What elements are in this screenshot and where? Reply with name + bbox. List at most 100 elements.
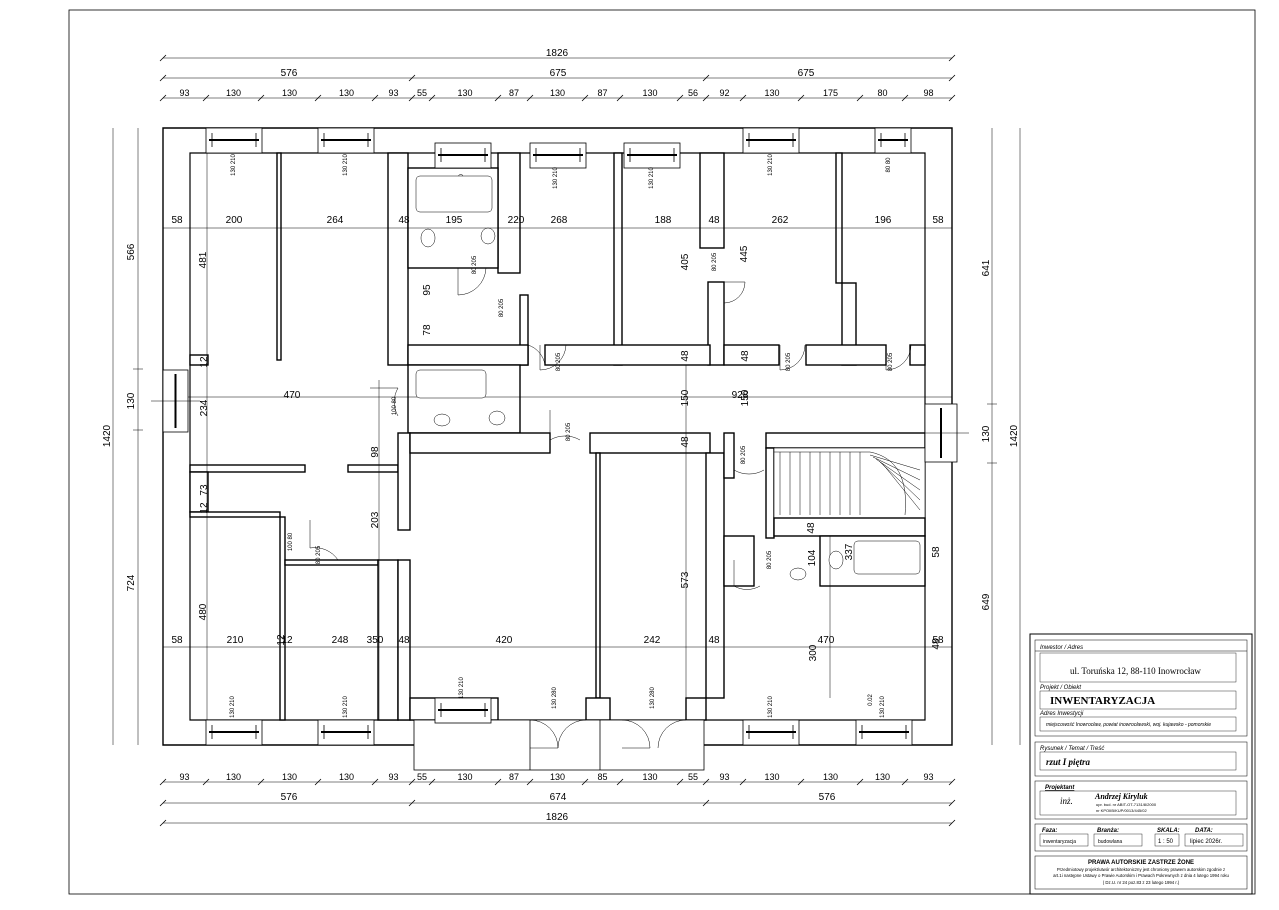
door-size-label: 80 205 bbox=[499, 298, 505, 317]
room-width-dim: 188 bbox=[655, 215, 672, 226]
designer-number: nr KPOIIB/KUP/0013/445/02 bbox=[1096, 808, 1147, 813]
door-size-label: 80 205 bbox=[786, 352, 792, 371]
top-segment-dim: 80 bbox=[877, 88, 887, 98]
top-segment-dim: 55 bbox=[417, 88, 427, 98]
corridor-dim-3: 928 bbox=[732, 390, 749, 401]
window-icon bbox=[317, 719, 375, 746]
room-width-dim: 48 bbox=[398, 215, 410, 226]
bottom-segment-dim: 130 bbox=[339, 772, 354, 782]
door-size-label: 100 80 bbox=[392, 396, 398, 415]
toilet-icon bbox=[420, 228, 436, 248]
bottom-segment-dim: 93 bbox=[923, 772, 933, 782]
branch-label: Branża: bbox=[1097, 828, 1119, 834]
room-width-dim: 58 bbox=[932, 635, 944, 646]
bottom-segment-dim: 85 bbox=[597, 772, 607, 782]
room-height-dim: 12 bbox=[199, 502, 210, 514]
window-icon bbox=[434, 697, 492, 724]
window-size-label: 130 210 bbox=[459, 677, 465, 699]
room-height-dim: 12 bbox=[199, 356, 210, 368]
bottom-segment-dim: 130 bbox=[457, 772, 472, 782]
top-part-3: 675 bbox=[798, 68, 815, 79]
building-walls bbox=[162, 127, 953, 771]
room-height-dim: 48 bbox=[931, 638, 942, 650]
sink-icon bbox=[480, 227, 496, 245]
toilet-icon bbox=[828, 550, 844, 570]
room-width-dim: 264 bbox=[327, 215, 344, 226]
windows: 130 210 130 210 130 210 130 210 130 210 130 2… bbox=[151, 127, 969, 746]
window-icon bbox=[151, 369, 200, 433]
window-icon bbox=[623, 142, 681, 169]
window-size-label: 130 210 bbox=[768, 696, 774, 718]
project-value: INWENTARYZACJA bbox=[1050, 695, 1155, 707]
side-dimensions: 1420 566 130 724 1420 641 130 649 bbox=[102, 128, 1021, 745]
designer-name: Andrzej Kiryluk bbox=[1094, 792, 1148, 801]
room-height-dim: 73 bbox=[199, 484, 210, 496]
room-width-dim: 248 bbox=[332, 635, 349, 646]
room-height-dim: 48 bbox=[680, 436, 691, 448]
bottom-segment-dim: 130 bbox=[823, 772, 838, 782]
window-size-label: 130 210 bbox=[880, 696, 886, 718]
top-total-dim: 1826 bbox=[546, 48, 569, 59]
top-segment-dim: 130 bbox=[642, 88, 657, 98]
door-size-label: 100 80 bbox=[288, 532, 294, 551]
bottom-segment-dim: 130 bbox=[282, 772, 297, 782]
window-size-label: 130 210 bbox=[553, 167, 559, 189]
room-width-dim: 58 bbox=[932, 215, 944, 226]
bottom-segment-dim: 93 bbox=[719, 772, 729, 782]
room-height-dim: 300 bbox=[808, 644, 819, 661]
top-segment-dim: 175 bbox=[823, 88, 838, 98]
project-label: Projekt / Obiekt bbox=[1040, 685, 1081, 691]
window-icon bbox=[742, 719, 800, 746]
bottom-segment-dim: 93 bbox=[179, 772, 189, 782]
bottom-segment-dim: 93 bbox=[388, 772, 398, 782]
window-size-label: 80 80 bbox=[886, 157, 892, 173]
sink-icon bbox=[433, 413, 451, 427]
bathtub-middle bbox=[415, 369, 487, 399]
toilet-icon bbox=[488, 410, 506, 426]
bottom-total-dim: 1826 bbox=[546, 812, 569, 823]
room-height-dim: 58 bbox=[931, 546, 942, 558]
scale-value: 1 : 50 bbox=[1158, 839, 1174, 845]
window-icon bbox=[742, 127, 800, 154]
room-width-dim: 210 bbox=[227, 635, 244, 646]
top-segment-dim: 130 bbox=[226, 88, 241, 98]
phase-value: inwentaryzacja bbox=[1043, 839, 1076, 845]
bathtub-top bbox=[415, 175, 493, 213]
copyright-title: PRAWA AUTORSKIE ZASTRZE ŻONE bbox=[1088, 859, 1194, 866]
bottom-segment-dim: 130 bbox=[875, 772, 890, 782]
bottom-segment-dim: 55 bbox=[688, 772, 698, 782]
door-size-label: 80 205 bbox=[712, 252, 718, 271]
window-size-label: 130 210 bbox=[343, 154, 349, 176]
window-size-label: 130 210 bbox=[768, 154, 774, 176]
top-segment-dim: 92 bbox=[719, 88, 729, 98]
title-block: Inwestor / Adres ul. Toruńska 12, 88-110… bbox=[1029, 633, 1253, 895]
room-height-dim: 445 bbox=[739, 245, 750, 262]
room-width-dim: 48 bbox=[708, 215, 720, 226]
bottom-part-3: 576 bbox=[819, 792, 836, 803]
window-icon bbox=[855, 719, 913, 746]
left-part-2: 130 bbox=[126, 392, 137, 409]
top-segment-dim: 98 bbox=[923, 88, 933, 98]
copyright-line-3: ( Dz.U. nr 24 poz.83 z 23 lutego 1994 r.… bbox=[1103, 880, 1180, 885]
door-size-label: 80 205 bbox=[888, 352, 894, 371]
top-segment-dim: 130 bbox=[457, 88, 472, 98]
door-size-label: 0.02 bbox=[868, 694, 874, 706]
designer-spec: upr. bud. nr ABIT-OT-7131/8/2000 bbox=[1096, 802, 1157, 807]
staircase bbox=[774, 451, 921, 516]
room-height-dim: 48 bbox=[806, 522, 817, 534]
top-segment-dim: 56 bbox=[688, 88, 698, 98]
room-height-dim: 104 bbox=[807, 549, 818, 566]
top-segment-dim: 93 bbox=[388, 88, 398, 98]
room-width-dim: 242 bbox=[644, 635, 661, 646]
window-icon bbox=[205, 719, 263, 746]
room-width-dim: 58 bbox=[171, 215, 183, 226]
room-height-dim: 78 bbox=[422, 324, 433, 336]
window-size-label: 130 210 bbox=[230, 696, 236, 718]
bottom-part-1: 576 bbox=[281, 792, 298, 803]
room-width-dim: 268 bbox=[551, 215, 568, 226]
room-width-dim: 220 bbox=[508, 215, 525, 226]
window-icon bbox=[913, 403, 969, 463]
